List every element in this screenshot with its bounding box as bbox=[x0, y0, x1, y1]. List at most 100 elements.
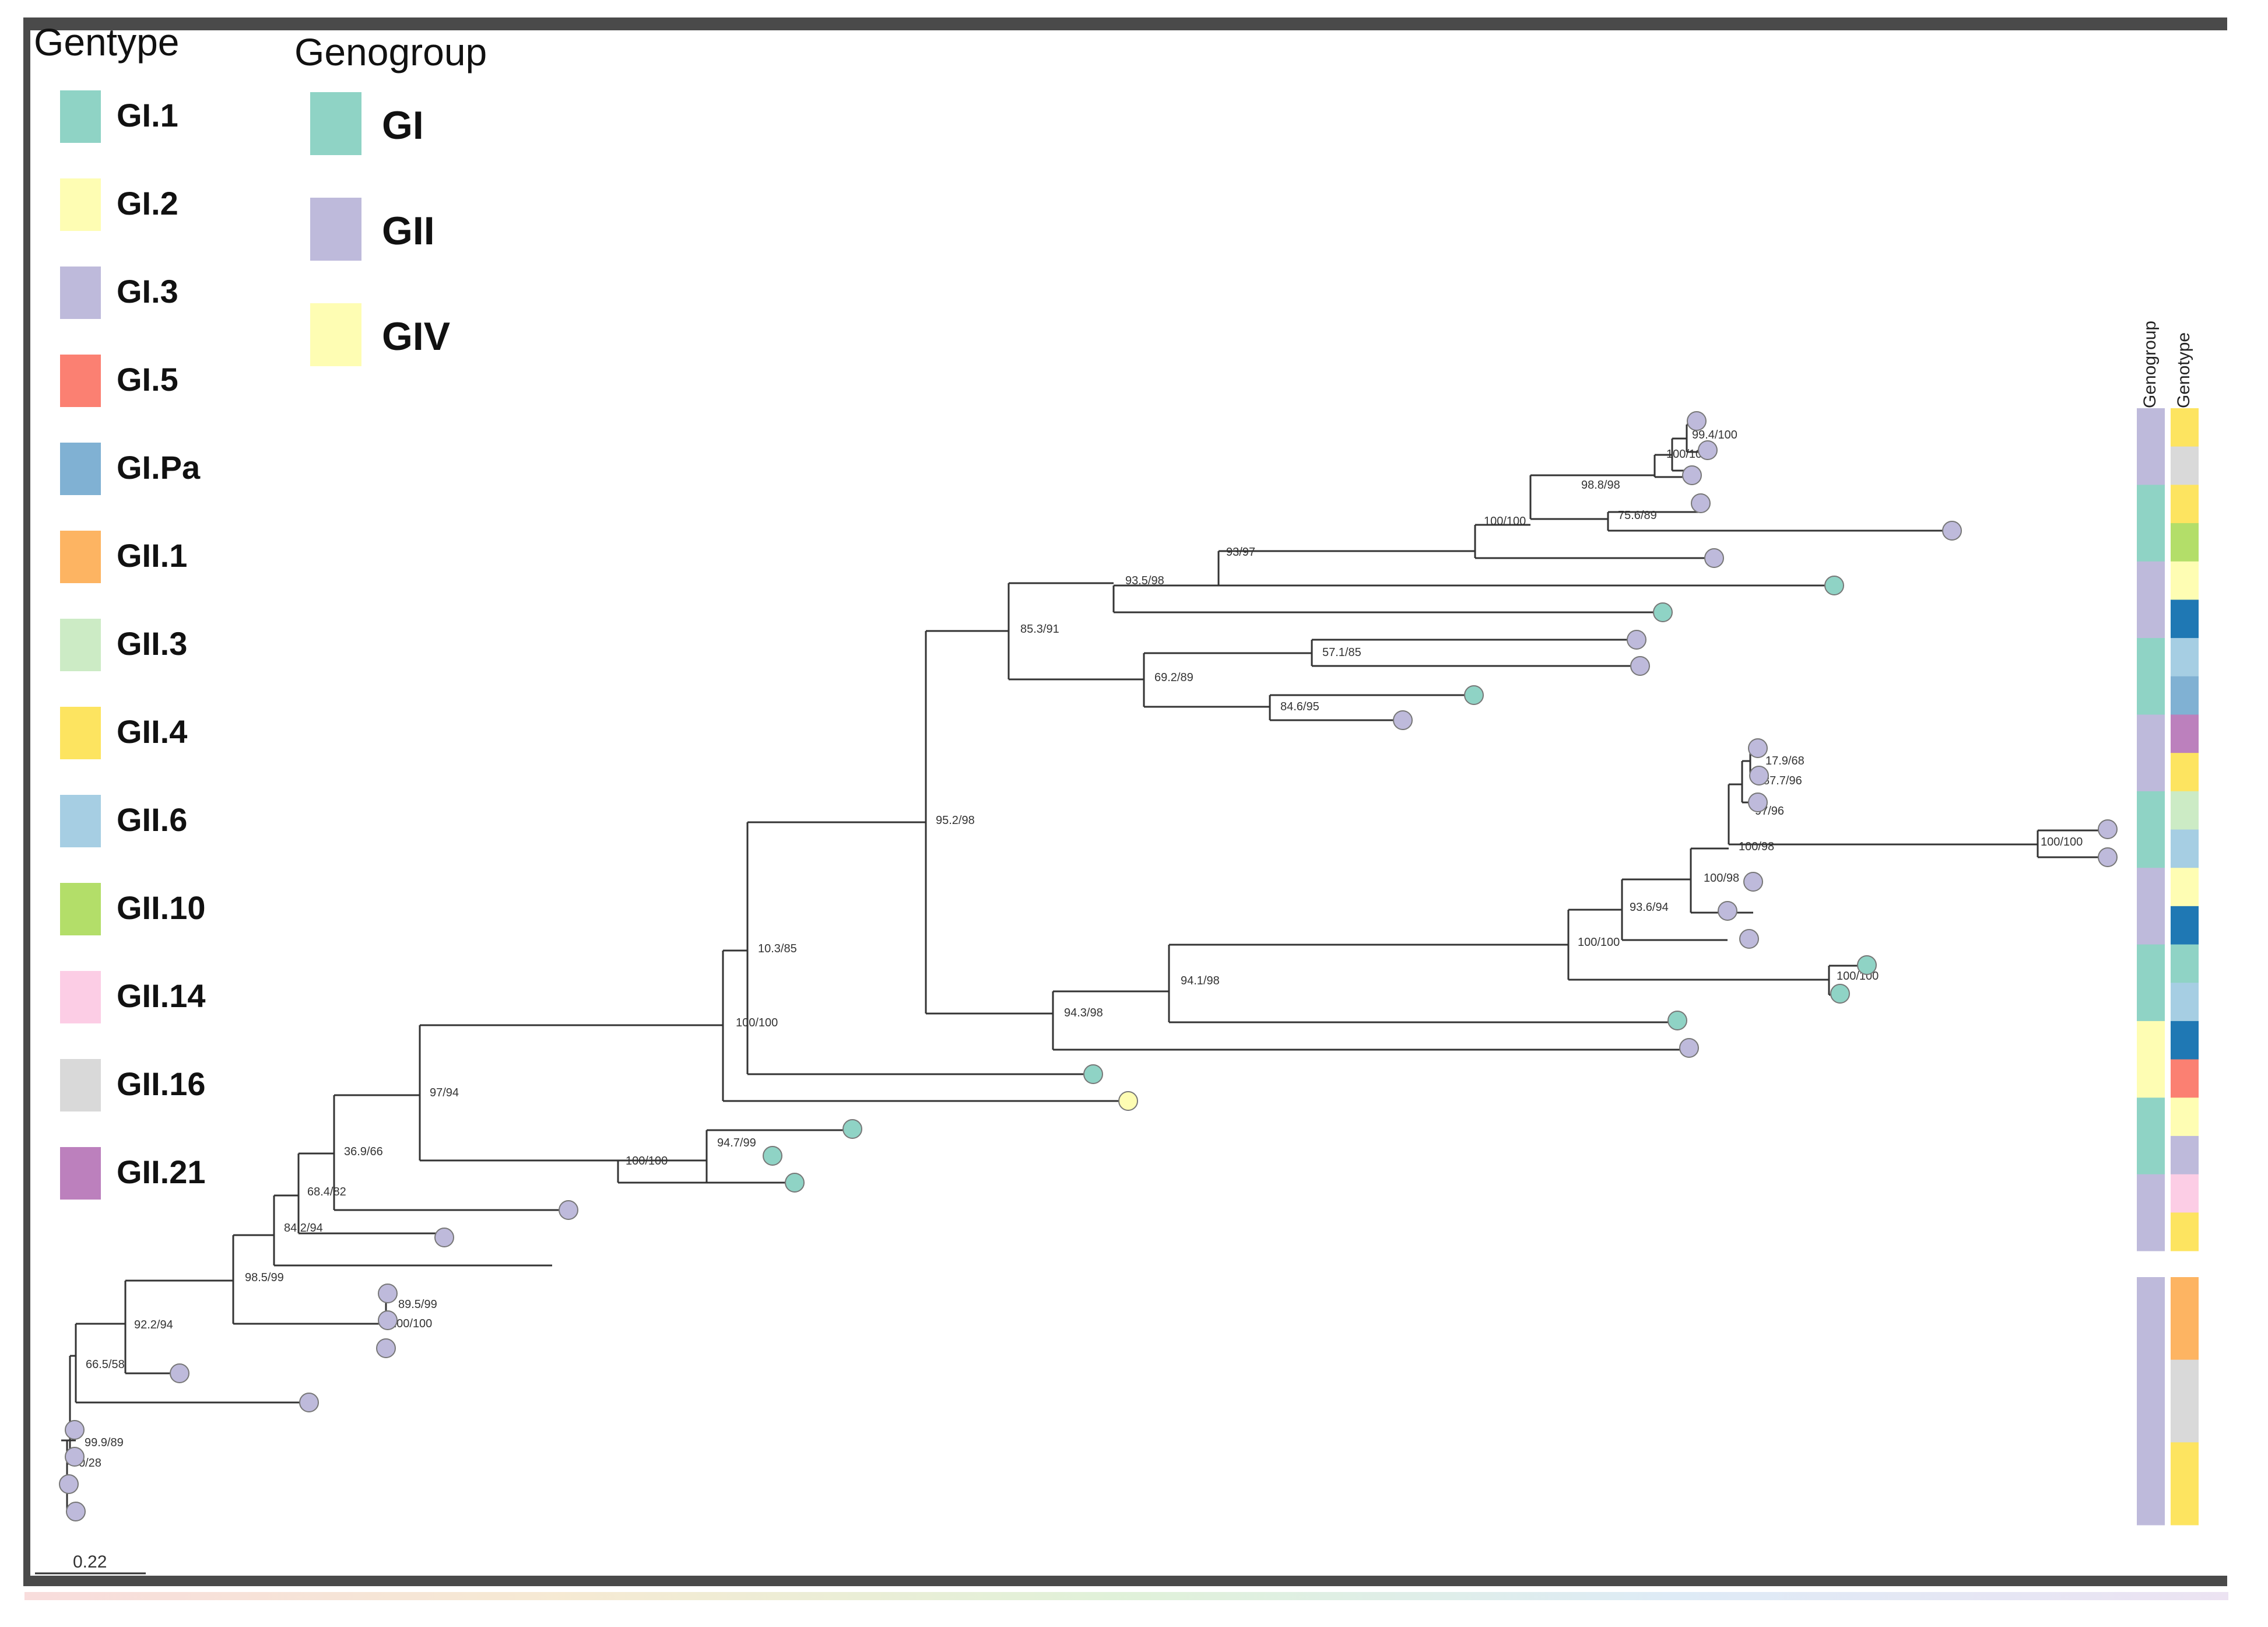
genotype-swatch bbox=[60, 795, 101, 847]
genogroup-strip-cell bbox=[2137, 1174, 2165, 1251]
genotype-swatch bbox=[60, 1147, 101, 1200]
scale-bar: 0.22 bbox=[35, 1552, 146, 1575]
support-label: 84.6/95 bbox=[1280, 700, 1319, 713]
tip-node bbox=[65, 1447, 85, 1467]
annotation-strips bbox=[2137, 408, 2199, 1526]
genotype-legend-label: GII.3 bbox=[117, 625, 187, 662]
tip-node bbox=[1748, 738, 1768, 758]
genotype-legend-label: GI.1 bbox=[117, 97, 178, 134]
genotype-strip-cell bbox=[2171, 676, 2199, 715]
support-label: 97/94 bbox=[430, 1086, 459, 1099]
tip-node bbox=[1942, 521, 1962, 541]
tip-node bbox=[299, 1393, 319, 1412]
support-label: 0/28 bbox=[79, 1457, 101, 1470]
genotype-swatch bbox=[60, 355, 101, 407]
genogroup-strip-cell bbox=[2137, 561, 2165, 639]
genotype-strip-cell bbox=[2171, 1359, 2199, 1443]
genotype-swatch bbox=[60, 707, 101, 759]
genotype-swatch bbox=[60, 443, 101, 495]
tree-tips bbox=[59, 411, 2118, 1521]
tip-node bbox=[378, 1284, 398, 1303]
genotype-legend-label: GI.3 bbox=[117, 273, 178, 310]
genogroup-strip-cell bbox=[2137, 1097, 2165, 1175]
genogroup-strip-cell bbox=[2137, 408, 2165, 485]
tip-node bbox=[1627, 630, 1646, 650]
tip-node bbox=[1118, 1091, 1138, 1111]
support-label: 66.5/58 bbox=[86, 1358, 125, 1371]
figure-canvas bbox=[30, 30, 2240, 1576]
genotype-swatch bbox=[60, 531, 101, 583]
support-label: 17.9/68 bbox=[1765, 755, 1804, 767]
genotype-swatch bbox=[60, 619, 101, 671]
support-label: 84.2/94 bbox=[284, 1222, 323, 1235]
tip-node bbox=[1704, 548, 1724, 568]
genotype-strip-cell bbox=[2171, 829, 2199, 868]
tip-node bbox=[1857, 955, 1877, 975]
support-label: 100/98 bbox=[1739, 840, 1774, 853]
genogroup-strip-cell bbox=[2137, 1277, 2165, 1526]
support-label: 100/100 bbox=[1484, 515, 1526, 528]
support-label: 93.6/94 bbox=[1630, 901, 1669, 914]
genogroup-legend-title: Genogroup bbox=[294, 30, 487, 73]
support-label: 94.1/98 bbox=[1181, 974, 1220, 987]
support-label: 93/97 bbox=[1226, 546, 1255, 559]
tip-node bbox=[376, 1338, 396, 1358]
genotype-strip-cell bbox=[2171, 1135, 2199, 1175]
support-label: 98.5/99 bbox=[245, 1271, 284, 1284]
genogroup-legend-label: GI bbox=[382, 103, 424, 148]
tip-node bbox=[559, 1200, 578, 1220]
genotype-legend-label: GII.10 bbox=[117, 889, 206, 926]
genotype-legend-label: GII.4 bbox=[117, 713, 187, 750]
tip-node bbox=[1083, 1064, 1103, 1084]
genogroup-strip-cell bbox=[2137, 791, 2165, 868]
genotype-legend-title: Gentype bbox=[34, 20, 180, 64]
support-label: 100/100 bbox=[736, 1016, 778, 1029]
bottom-edge bbox=[24, 1592, 2228, 1600]
support-label: 99.9/89 bbox=[85, 1436, 124, 1449]
tip-node bbox=[434, 1228, 454, 1247]
genotype-strip-cell bbox=[2171, 485, 2199, 524]
genotype-strip-cell bbox=[2171, 1059, 2199, 1098]
genotype-swatch bbox=[60, 267, 101, 319]
genotype-strip-cell bbox=[2171, 599, 2199, 639]
genotype-legend-label: GI.5 bbox=[117, 361, 178, 398]
genotype-strip-cell bbox=[2171, 1097, 2199, 1137]
tip-node bbox=[1698, 440, 1718, 460]
genotype-column-header: Genotype bbox=[2174, 332, 2193, 408]
support-label: 100/100 bbox=[626, 1155, 668, 1167]
genotype-legend: Gentype GI.1GI.2GI.3GI.5GI.PaGII.1GII.3G… bbox=[34, 20, 206, 1200]
tip-node bbox=[59, 1474, 79, 1494]
genotype-strip-cell bbox=[2171, 753, 2199, 792]
tip-node bbox=[66, 1502, 86, 1521]
genogroup-strip-cell bbox=[2137, 944, 2165, 1022]
support-label: 94.7/99 bbox=[717, 1137, 756, 1149]
genotype-strip-cell bbox=[2171, 408, 2199, 447]
genogroup-legend-label: GIV bbox=[382, 314, 450, 359]
tip-node bbox=[1830, 984, 1850, 1004]
genotype-strip-cell bbox=[2171, 1021, 2199, 1060]
genotype-strip-cell bbox=[2171, 791, 2199, 830]
genotype-strip-cell bbox=[2171, 638, 2199, 677]
genotype-legend-label: GII.16 bbox=[117, 1065, 206, 1102]
support-label: 98.8/98 bbox=[1581, 479, 1620, 492]
support-label: 95.2/98 bbox=[936, 814, 975, 827]
support-label: 99.4/100 bbox=[1692, 429, 1737, 441]
tip-node bbox=[1464, 685, 1484, 705]
support-label: 89.5/99 bbox=[398, 1298, 437, 1311]
support-label: 93.5/98 bbox=[1125, 574, 1164, 587]
genogroup-strip-cell bbox=[2137, 714, 2165, 792]
tip-node bbox=[2098, 819, 2118, 839]
genogroup-column-header: Genogroup bbox=[2140, 321, 2160, 408]
support-label: 10.3/85 bbox=[758, 942, 797, 955]
support-label: 68.4/82 bbox=[307, 1186, 346, 1198]
tip-node bbox=[1687, 411, 1707, 431]
tip-node bbox=[1679, 1038, 1699, 1058]
genotype-swatch bbox=[60, 971, 101, 1023]
tip-node bbox=[1749, 766, 1769, 786]
tip-node bbox=[1393, 710, 1413, 730]
tip-node bbox=[763, 1146, 782, 1166]
support-label: 75.6/89 bbox=[1618, 509, 1657, 522]
